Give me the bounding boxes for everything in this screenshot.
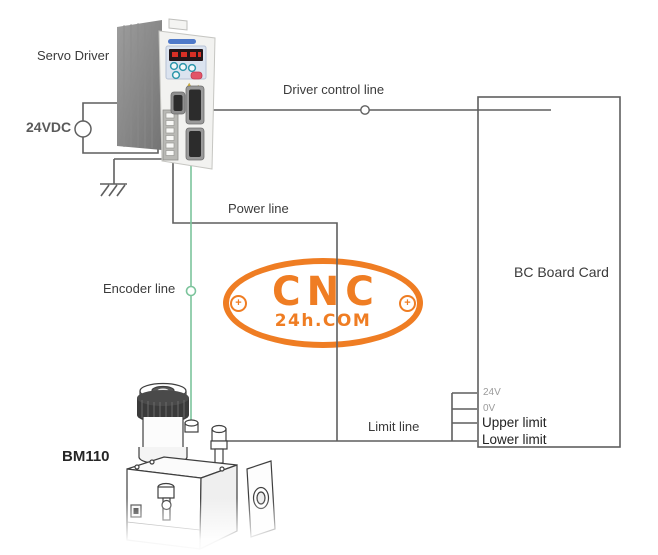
heatsink-fins bbox=[123, 22, 153, 148]
wires bbox=[82, 102, 551, 442]
heatsink bbox=[117, 20, 162, 150]
servo-driver-illustration bbox=[117, 18, 216, 170]
watermark-brand-text: CNC bbox=[272, 269, 380, 316]
connector-encoder bbox=[185, 127, 205, 161]
ground-symbol bbox=[100, 158, 163, 197]
power-line-label: Power line bbox=[228, 201, 289, 216]
bolt bbox=[219, 466, 225, 472]
mounting-tab bbox=[168, 18, 188, 31]
board-pin-bus bbox=[451, 392, 477, 441]
terminal-block bbox=[162, 109, 179, 161]
power-supply-label: 24VDC bbox=[26, 119, 72, 135]
pin-label-24v: 24V bbox=[483, 387, 501, 398]
cnc24h-watermark-logo: + CNC 24h.COM + bbox=[223, 258, 423, 348]
limit-line-label: Limit line bbox=[368, 419, 420, 434]
driver-control-line-label: Driver control line bbox=[283, 82, 385, 97]
bolt bbox=[134, 464, 140, 470]
brand-logo bbox=[168, 39, 196, 44]
bolt bbox=[149, 459, 155, 465]
led-digits bbox=[172, 52, 201, 57]
watermark-plus-icon: + bbox=[230, 294, 247, 312]
watermark-domain-text: 24h.COM bbox=[274, 311, 372, 331]
encoder-line-label: Encoder line bbox=[103, 281, 176, 296]
pin-label-0v: 0V bbox=[483, 403, 496, 414]
image-fade bbox=[100, 498, 300, 555]
bc-board-card-label: BC Board Card bbox=[514, 264, 609, 280]
power-wire bbox=[172, 158, 338, 441]
panel-buttons bbox=[169, 61, 203, 80]
bc-board-card-box bbox=[477, 96, 621, 448]
bm110-illustration bbox=[100, 382, 300, 555]
connector-control bbox=[185, 85, 205, 125]
limit-fitting bbox=[210, 424, 228, 464]
encoder-line-node-icon bbox=[185, 285, 197, 297]
encoder-fitting bbox=[184, 419, 199, 433]
pin-label-upper-limit: Upper limit bbox=[482, 415, 547, 430]
pin-label-lower-limit: Lower limit bbox=[482, 432, 547, 447]
servo-driver-label: Servo Driver bbox=[37, 48, 110, 63]
connector-small bbox=[170, 91, 186, 115]
control-line-node-icon bbox=[360, 105, 370, 115]
watermark-plus-icon: + bbox=[399, 294, 416, 312]
motor-model-label: BM110 bbox=[62, 448, 110, 465]
dc-source-icon bbox=[74, 120, 92, 138]
